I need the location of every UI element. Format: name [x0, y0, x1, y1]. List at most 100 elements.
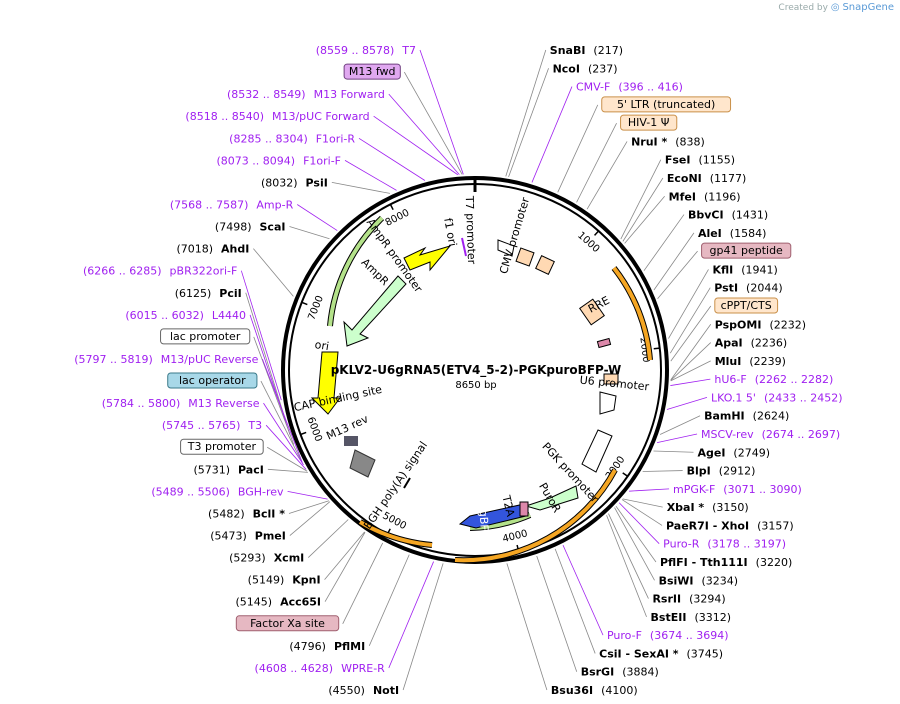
annotation-leader [368, 554, 410, 647]
annotation-coord: (2044) [746, 282, 783, 295]
annotation-label: Factor Xa site [250, 617, 325, 630]
annotation-leader [666, 397, 708, 410]
annotation-name: PciI [219, 287, 241, 300]
feature-label: TagBFP [476, 497, 491, 538]
t7-primer-mark [461, 237, 467, 257]
annotation-name: AleI [698, 227, 722, 240]
annotation-coord: (5784 .. 5800) [102, 397, 181, 410]
annotation-label: Bsu36I(4100) [551, 684, 638, 697]
annotation-name: ApaI [715, 337, 743, 350]
bgh-mark [403, 477, 411, 489]
annotation-name: T3 [247, 419, 262, 432]
annotation-name: T7 [401, 44, 416, 57]
annotation-coord: (3071 .. 3090) [723, 483, 802, 496]
annotation-label: PspOMI(2232) [715, 318, 806, 331]
annotation-name: SnaBI [550, 44, 586, 57]
annotation-label: gp41 peptide [710, 244, 784, 257]
annotation-label: Puro-R(3178 .. 3197) [663, 538, 786, 551]
annotation-leader [659, 415, 701, 435]
annotation-name: Bsu36I [551, 684, 593, 697]
annotation-leader [331, 182, 391, 194]
annotation-box [701, 242, 792, 259]
annotation-label: BamHI(2624) [704, 410, 789, 423]
annotation-name: PacI [238, 463, 264, 476]
annotation-label: (5784 .. 5800)M13 Reverse [102, 397, 260, 410]
annotation-label: EcoNI (1177) [667, 172, 746, 185]
annotation-name: FseI [665, 154, 691, 167]
f1-ori-arrow [403, 245, 452, 272]
annotation-leader [253, 336, 295, 445]
annotation-label: AleI(1584) [698, 227, 766, 240]
annotation-coord: (3220) [756, 556, 793, 569]
annotation-leader [557, 104, 599, 193]
annotation-leader [297, 204, 338, 231]
annotation-name: MfeI [669, 190, 696, 203]
gp41-box [596, 337, 612, 349]
annotation-coord: (8532 .. 8549) [227, 88, 306, 101]
feature-label: AmpR [359, 256, 392, 288]
annotation-label: M13 fwd [349, 65, 396, 78]
annotation-label: (8032)PsiI [261, 176, 328, 189]
annotation-coord: (2232) [769, 318, 806, 331]
annotation-coord: (5797 .. 5819) [74, 353, 153, 366]
annotation-leader [245, 292, 287, 422]
annotation-coord: (2674 .. 2697) [762, 428, 841, 441]
annotation-label: MluI(2239) [715, 355, 786, 368]
annotation-label: (5149)KpnI [248, 574, 321, 587]
scale-tick-label: 5000 [380, 510, 408, 532]
annotation-label: 5' LTR (truncated) [617, 98, 715, 111]
annotation-leader [344, 159, 397, 191]
plasmid-length: 8650 bp [455, 380, 496, 391]
annotation-label: AgeI(2749) [697, 446, 770, 459]
annotation-coord: (1177) [710, 172, 747, 185]
annotation-name: XbaI * [667, 501, 705, 514]
annotation-leader [536, 555, 578, 672]
annotation-leader [287, 490, 328, 500]
annotation-label: ApaI(2236) [715, 337, 787, 350]
annotation-coord: (3745) [687, 647, 724, 660]
annotation-leader [260, 380, 302, 461]
ltr-box [515, 247, 535, 267]
u6-promoter-arrow [599, 391, 617, 415]
annotation-name: LKO.1 5' [711, 391, 756, 404]
annotation-coord: (8285 .. 8304) [229, 132, 308, 145]
annotation-leader [621, 499, 663, 526]
ori-arrow [310, 351, 341, 415]
scale-tick [653, 347, 660, 350]
scale-tick [593, 230, 600, 236]
annotation-label: (4608 .. 4628)WPRE-R [255, 662, 386, 675]
annotation-leader [419, 49, 464, 175]
annotation-coord: (5473) [210, 530, 247, 543]
annotation-name: NruI * [631, 135, 667, 148]
annotation-label: BstEII(3312) [651, 611, 731, 624]
annotation-coord: (217) [593, 44, 623, 57]
annotation-leader [608, 513, 649, 599]
annotation-coord: (838) [675, 135, 705, 148]
annotation-name: BGH-rev [238, 485, 284, 498]
annotation-label: (6015 .. 6032)L4440 [125, 309, 246, 322]
annotation-coord: (237) [588, 62, 618, 75]
annotation-label: MfeI(1196) [669, 190, 741, 203]
annotation-coord: (8073 .. 8094) [217, 154, 296, 167]
annotation-label: RsrII(3294) [652, 593, 725, 606]
annotation-leader [614, 507, 655, 581]
annotation-leader [249, 314, 291, 436]
annotation-label: (8285 .. 8304)F1ori-R [229, 132, 355, 145]
annotation-coord: (4796) [289, 640, 326, 653]
annotation-name: Puro-F [607, 629, 642, 642]
annotation-coord: (5149) [248, 574, 285, 587]
annotation-leader [289, 226, 330, 240]
annotation-name: EcoNI [667, 172, 702, 185]
annotation-label: (6125)PciI [175, 287, 242, 300]
annotation-leader [622, 498, 663, 508]
annotation-box [167, 372, 258, 389]
annotation-name: PflFI - Tth111I [660, 556, 748, 569]
annotation-leader [670, 360, 711, 382]
annotation-coord: (2262 .. 2282) [755, 373, 834, 386]
annotation-leader [388, 93, 460, 175]
annotation-box [343, 63, 401, 80]
annotation-label: XbaI *(3150) [667, 501, 749, 514]
cmv-promoter-arrow [497, 239, 515, 257]
cppt-box [603, 373, 619, 385]
snapgene-watermark: Created by ◎ SnapGene [778, 2, 894, 13]
